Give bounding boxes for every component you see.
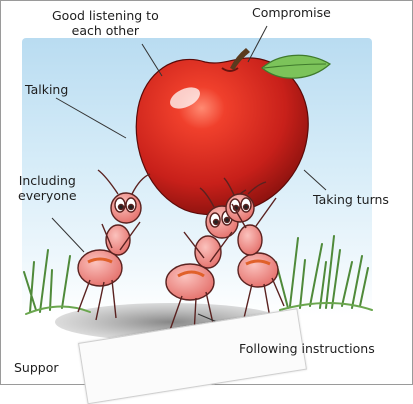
- leader-taking-turns: [304, 170, 326, 190]
- label-good-listening-text: Good listening to each other: [52, 8, 159, 38]
- label-including-everyone: Including everyone: [18, 173, 77, 203]
- label-support-partial: Suppor: [14, 360, 59, 375]
- apple: [136, 48, 330, 215]
- label-taking-turns: Taking turns: [313, 192, 389, 207]
- label-compromise: Compromise: [252, 5, 331, 20]
- leader-talking: [56, 98, 126, 138]
- ant-left: [78, 170, 150, 320]
- label-following-instructions: Following instructions: [239, 341, 375, 356]
- label-talking: Talking: [25, 82, 68, 97]
- leader-compromise: [248, 26, 267, 62]
- label-good-listening: Good listening to each other: [52, 8, 159, 38]
- leader-good-listening: [142, 44, 162, 76]
- leader-including-everyone: [52, 218, 84, 252]
